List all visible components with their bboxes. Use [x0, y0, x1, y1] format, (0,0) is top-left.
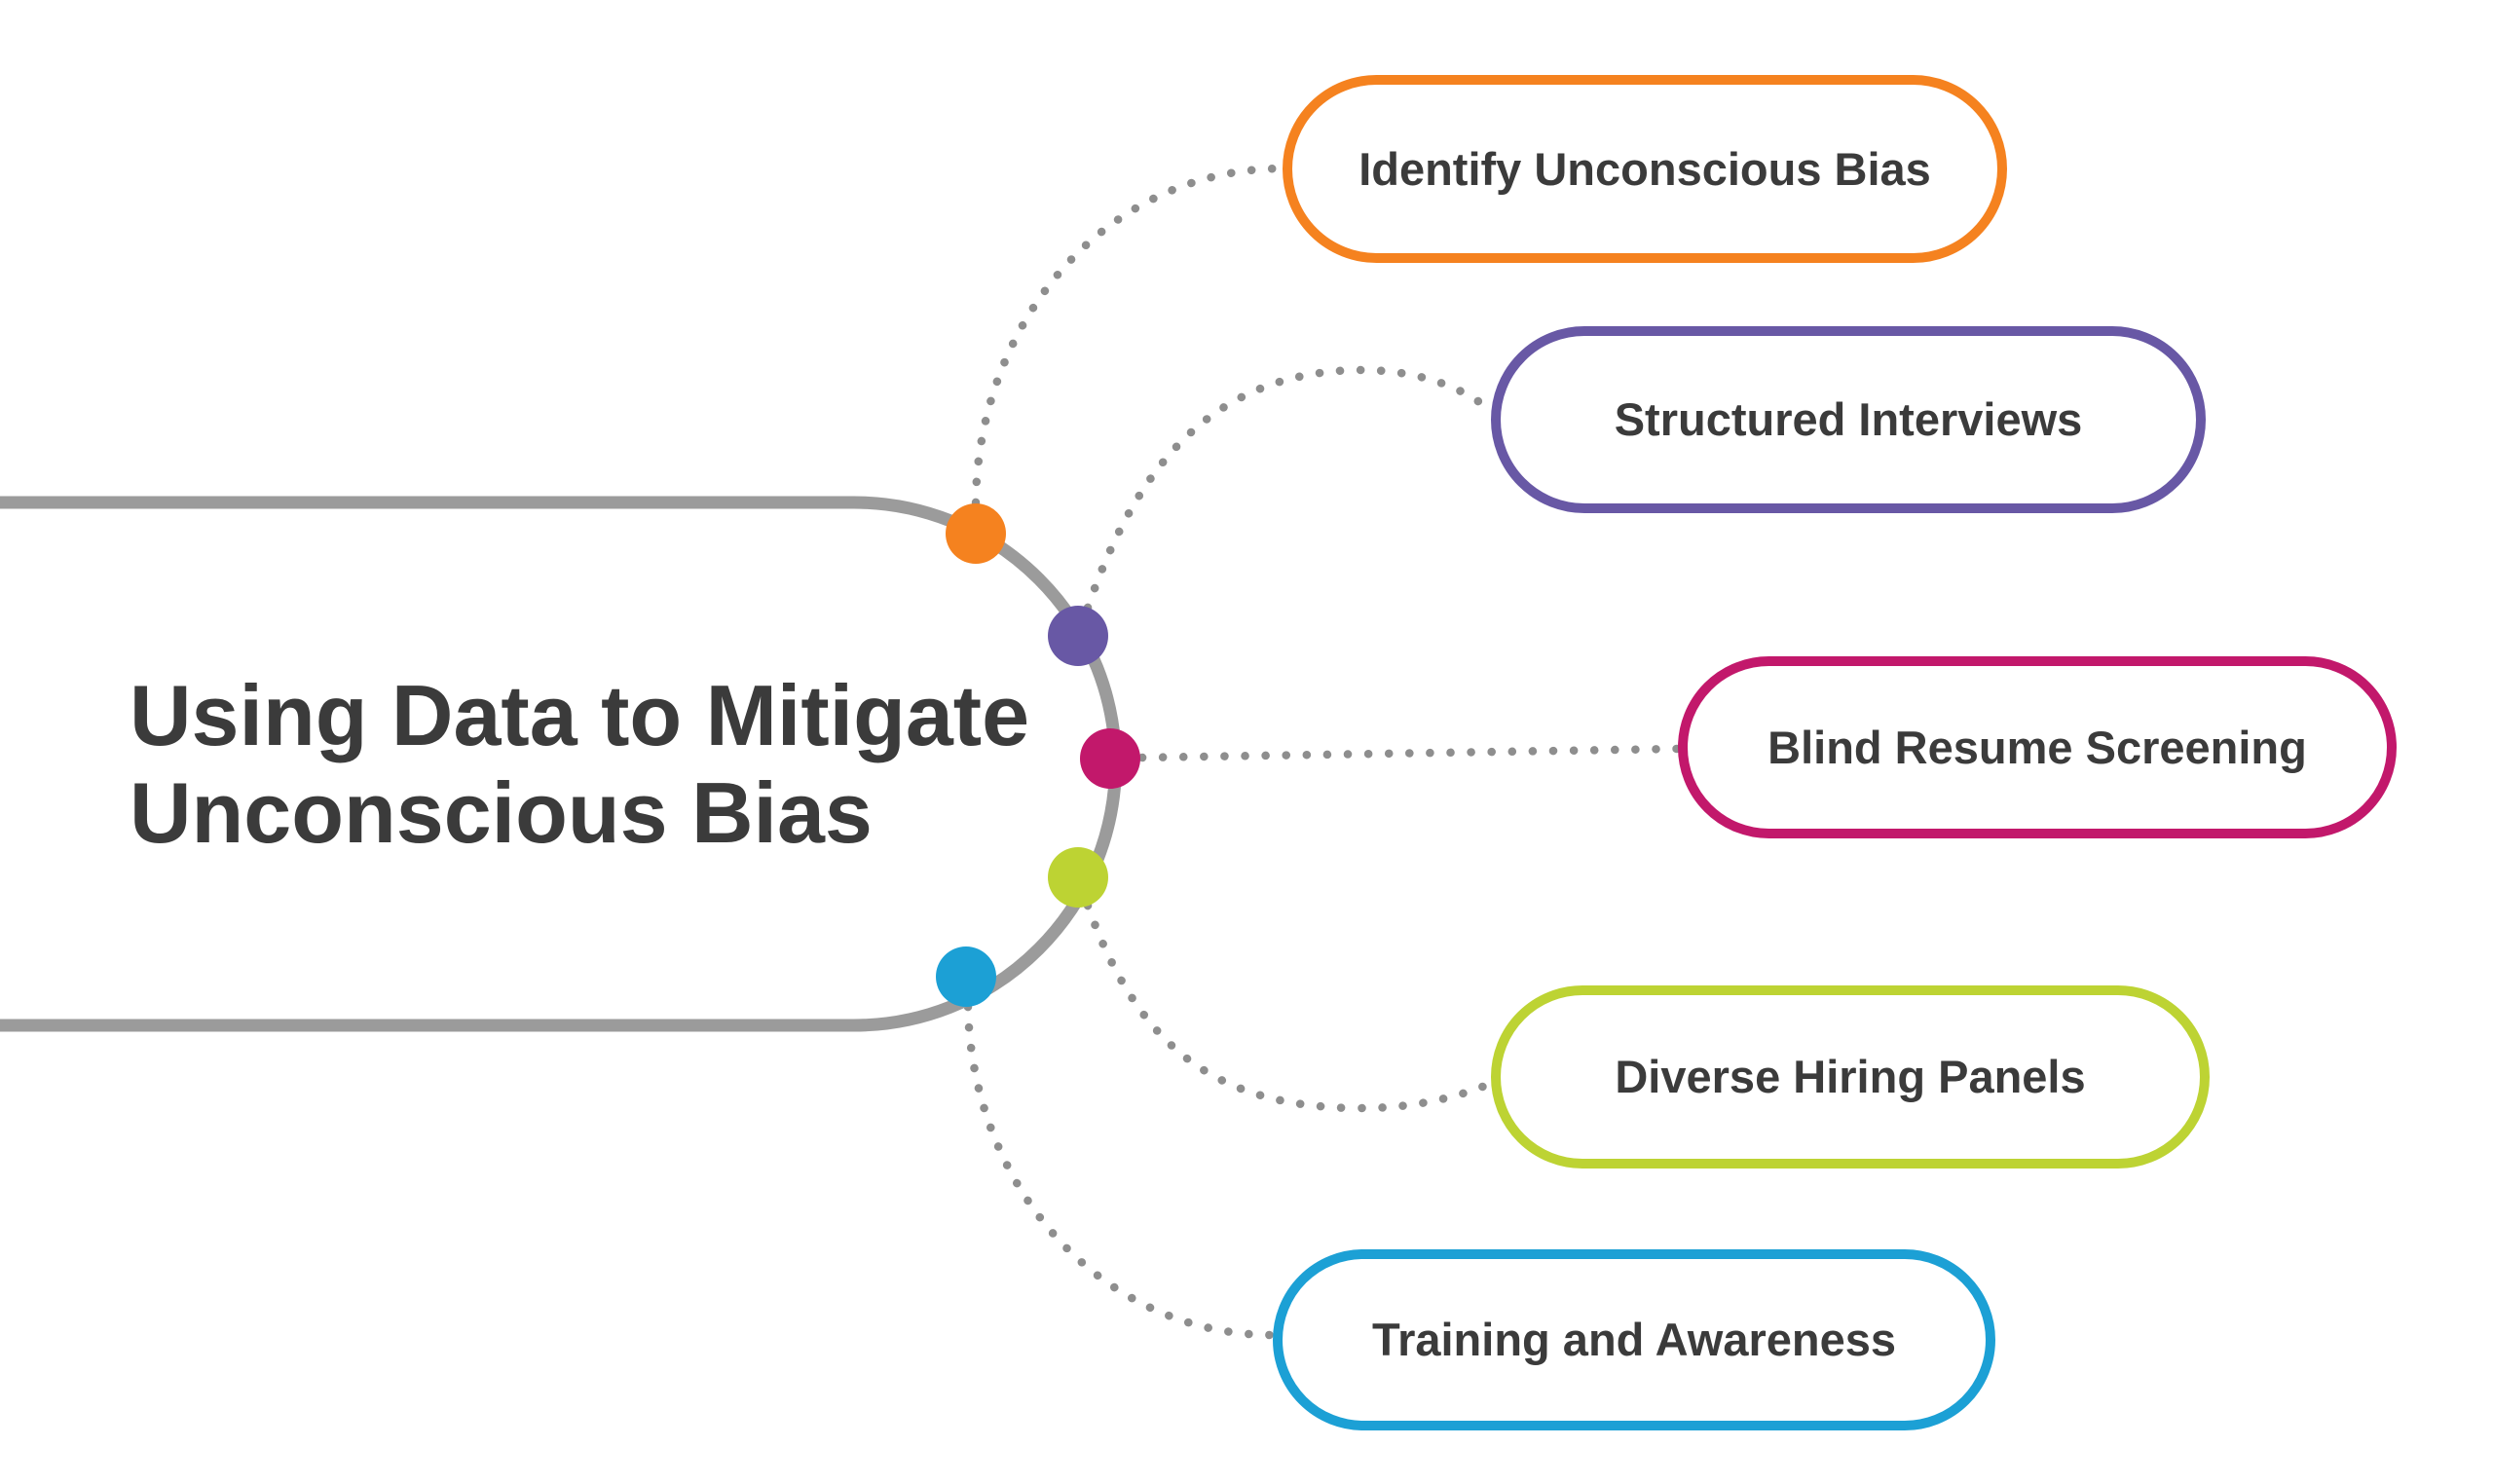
connector-structured-interviews: [1083, 365, 1498, 612]
branch-dot-structured-interviews: [1048, 606, 1108, 666]
topic-box-identify-unconscious-bias[interactable]: [1283, 75, 2007, 263]
topic-node-identify-unconscious-bias[interactable]: Identify Unconscious Bias: [1283, 75, 2007, 263]
connector-identify-unconscious-bias: [971, 164, 1287, 507]
connector-training-and-awareness: [963, 1002, 1278, 1340]
topic-node-diverse-hiring-panels[interactable]: Diverse Hiring Panels: [1491, 985, 2210, 1169]
topic-label-identify-unconscious-bias: Identify Unconscious Bias: [1358, 143, 1931, 195]
connectors: [963, 164, 1682, 1340]
topic-label-structured-interviews: Structured Interviews: [1615, 393, 2083, 445]
branch-dot-training-and-awareness: [936, 946, 996, 1007]
topic-label-blind-resume-screening: Blind Resume Screening: [1767, 722, 2307, 773]
branch-dot-identify-unconscious-bias: [946, 503, 1006, 564]
topic-box-blind-resume-screening[interactable]: [1678, 656, 2397, 838]
branch-dot-blind-resume-screening: [1080, 728, 1140, 789]
topic-node-blind-resume-screening[interactable]: Blind Resume Screening: [1678, 656, 2397, 838]
connector-blind-resume-screening: [1137, 744, 1682, 762]
central-topic-title-line1: Using Data to Mitigate: [130, 667, 1029, 763]
branch-dot-diverse-hiring-panels: [1048, 847, 1108, 908]
topic-label-training-and-awareness: Training and Awareness: [1372, 1314, 1896, 1365]
central-topic[interactable]: Using Data to Mitigate Unconscious Bias: [0, 496, 1122, 1032]
topic-box-training-and-awareness[interactable]: [1273, 1249, 1995, 1430]
branch-dots: [936, 503, 1140, 1007]
connector-diverse-hiring-panels: [1083, 901, 1497, 1113]
topic-label-diverse-hiring-panels: Diverse Hiring Panels: [1615, 1051, 2085, 1102]
central-topic-title-line2: Unconscious Bias: [130, 764, 873, 861]
topic-box-structured-interviews[interactable]: [1491, 326, 2206, 513]
topic-box-diverse-hiring-panels[interactable]: [1491, 985, 2210, 1169]
topic-node-structured-interviews[interactable]: Structured Interviews: [1491, 326, 2206, 513]
topic-node-training-and-awareness[interactable]: Training and Awareness: [1273, 1249, 1995, 1430]
